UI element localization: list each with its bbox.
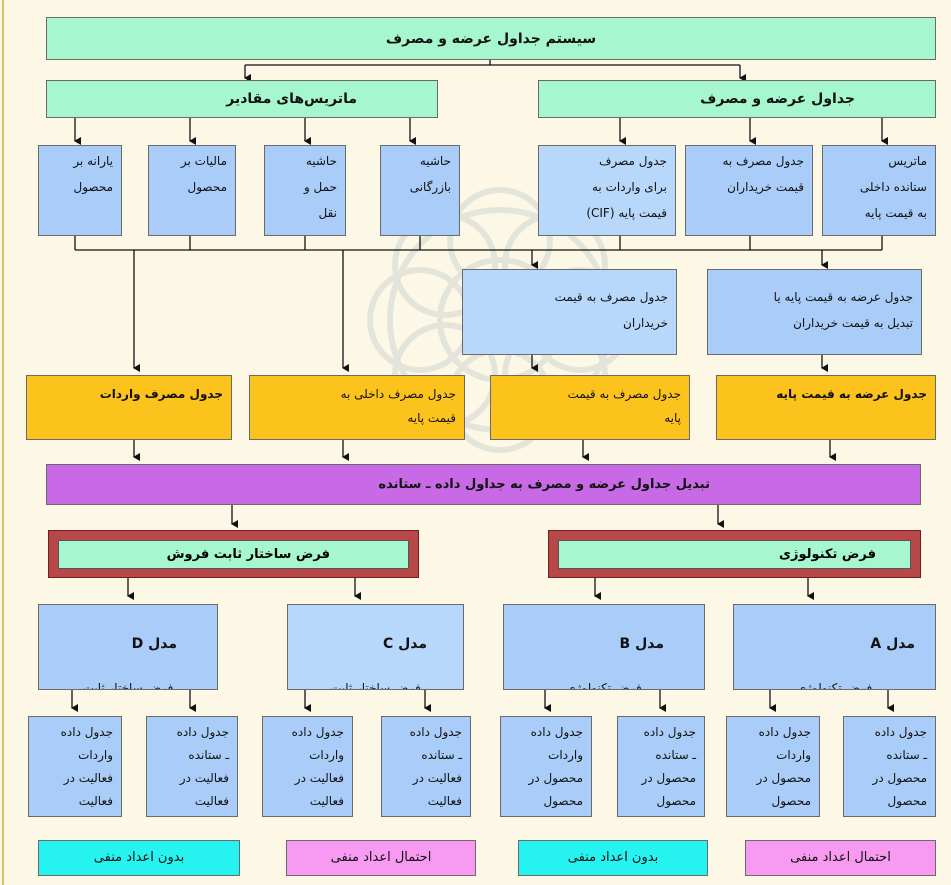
l3-transport-margin: حاشیه حمل و نقل xyxy=(264,145,346,236)
top-title-box: سیستم جداول عرضه و مصرف xyxy=(46,17,936,60)
l5-use-basic: جدول مصرف به قیمت پایه xyxy=(490,375,690,440)
footer-d-text: بدون اعداد منفی xyxy=(93,850,185,865)
output-d-io-text: جدول داده ـ ستانده فعالیت در فعالیت xyxy=(176,725,229,808)
left-border xyxy=(2,0,4,885)
l5-imports-use-text: جدول مصرف واردات xyxy=(99,387,223,401)
technology-assumption-text: فرض تکنولوژی xyxy=(779,547,876,562)
footer-c: احتمال اعداد منفی xyxy=(286,840,476,876)
output-c-io-text: جدول داده ـ ستانده فعالیت در فعالیت xyxy=(409,725,462,808)
l3-product-subsidy: یارانه بر محصول xyxy=(38,145,122,236)
model-a: مدل A فرض تکنولوژی محصول xyxy=(733,604,936,690)
l3-use-imports-text: جدول مصرف برای واردات به قیمت پایه (CIF) xyxy=(586,154,667,220)
top-title: سیستم جداول عرضه و مصرف xyxy=(385,30,597,47)
output-d-io: جدول داده ـ ستانده فعالیت در فعالیت xyxy=(146,716,238,817)
l4-supply-basic: جدول عرضه به قیمت پایه یا تبدیل به قیمت … xyxy=(707,269,922,355)
l3-use-purchasers-text: جدول مصرف به قیمت خریداران xyxy=(722,154,804,194)
footer-b: بدون اعداد منفی xyxy=(518,840,708,876)
quantity-matrices-box: ماتریس‌های مقادیر xyxy=(46,80,438,118)
l4-use-purchasers-text: جدول مصرف به قیمت خریداران xyxy=(554,290,668,330)
output-b-io-text: جدول داده ـ ستانده محصول در محصول xyxy=(641,725,696,808)
fixed-sales-assumption: فرض ساختار ثابت فروش xyxy=(58,540,409,569)
footer-a: احتمال اعداد منفی xyxy=(745,840,936,876)
model-d: مدل D فرض ساختار ثابت فروش محصول xyxy=(38,604,218,690)
model-c: مدل C فرض ساختار ثابت فروش فعالیت xyxy=(287,604,464,690)
l5-use-basic-text: جدول مصرف به قیمت پایه xyxy=(567,387,681,425)
output-c-io: جدول داده ـ ستانده فعالیت در فعالیت xyxy=(381,716,471,817)
l5-imports-use: جدول مصرف واردات xyxy=(26,375,232,440)
model-a-text: فرض تکنولوژی محصول xyxy=(796,681,873,690)
output-a-io-text: جدول داده ـ ستانده محصول در محصول xyxy=(872,725,927,808)
output-d-imports: جدول داده واردات فعالیت در فعالیت xyxy=(28,716,122,817)
l5-supply-basic: جدول عرضه به قیمت پایه xyxy=(716,375,936,440)
model-c-title: مدل C xyxy=(382,636,427,652)
model-d-title: مدل D xyxy=(131,636,177,652)
l3-trade-margin-text: حاشیه بازرگانی xyxy=(409,154,451,194)
l4-use-purchasers: جدول مصرف به قیمت خریداران xyxy=(462,269,677,355)
fixed-sales-assumption-text: فرض ساختار ثابت فروش xyxy=(166,547,330,562)
supply-use-tables-label: جداول عرضه و مصرف xyxy=(700,91,855,107)
l3-trade-margin: حاشیه بازرگانی xyxy=(380,145,460,236)
l3-transport-margin-text: حاشیه حمل و نقل xyxy=(303,154,337,220)
output-a-io: جدول داده ـ ستانده محصول در محصول xyxy=(843,716,936,817)
model-b-text: فرض تکنولوژی فعالیت xyxy=(566,681,642,690)
supply-use-tables-box: جداول عرضه و مصرف xyxy=(538,80,936,118)
model-b: مدل B فرض تکنولوژی فعالیت xyxy=(503,604,705,690)
conversion-text: تبدیل جداول عرضه و مصرف به جداول داده ـ … xyxy=(378,476,710,492)
l5-domestic-use: جدول مصرف داخلی به قیمت پایه xyxy=(249,375,465,440)
l3-output-matrix: ماتریس ستانده داخلی به قیمت پایه xyxy=(822,145,936,236)
model-c-text: فرض ساختار ثابت فروش فعالیت xyxy=(330,681,421,690)
output-c-imports-text: جدول داده واردات فعالیت در فعالیت xyxy=(291,725,344,808)
technology-assumption: فرض تکنولوژی xyxy=(558,540,911,569)
footer-b-text: بدون اعداد منفی xyxy=(567,850,659,865)
l5-supply-basic-text: جدول عرضه به قیمت پایه xyxy=(776,387,927,401)
l3-use-imports: جدول مصرف برای واردات به قیمت پایه (CIF) xyxy=(538,145,676,236)
model-b-title: مدل B xyxy=(619,636,664,652)
l3-product-tax: مالیات بر محصول xyxy=(148,145,236,236)
footer-d: بدون اعداد منفی xyxy=(38,840,240,876)
output-b-imports: جدول داده واردات محصول در محصول xyxy=(500,716,592,817)
output-d-imports-text: جدول داده واردات فعالیت در فعالیت xyxy=(60,725,113,808)
output-b-io: جدول داده ـ ستانده محصول در محصول xyxy=(617,716,705,817)
l3-use-purchasers: جدول مصرف به قیمت خریداران xyxy=(685,145,813,236)
l5-domestic-use-text: جدول مصرف داخلی به قیمت پایه xyxy=(340,387,456,425)
l3-output-matrix-text: ماتریس ستانده داخلی به قیمت پایه xyxy=(859,154,927,220)
l3-product-tax-text: مالیات بر محصول xyxy=(180,154,227,194)
l3-product-subsidy-text: یارانه بر محصول xyxy=(73,154,113,194)
footer-a-text: احتمال اعداد منفی xyxy=(790,850,891,865)
model-d-text: فرض ساختار ثابت فروش محصول xyxy=(82,681,174,690)
quantity-matrices-label: ماتریس‌های مقادیر xyxy=(226,91,357,107)
output-a-imports: جدول داده واردات محصول در محصول xyxy=(726,716,820,817)
footer-c-text: احتمال اعداد منفی xyxy=(330,850,432,865)
model-a-title: مدل A xyxy=(870,636,915,652)
output-a-imports-text: جدول داده واردات محصول در محصول xyxy=(756,725,811,808)
l4-supply-basic-text: جدول عرضه به قیمت پایه یا تبدیل به قیمت … xyxy=(773,290,913,330)
output-b-imports-text: جدول داده واردات محصول در محصول xyxy=(528,725,583,808)
output-c-imports: جدول داده واردات فعالیت در فعالیت xyxy=(262,716,353,817)
conversion-bar: تبدیل جداول عرضه و مصرف به جداول داده ـ … xyxy=(46,464,921,505)
